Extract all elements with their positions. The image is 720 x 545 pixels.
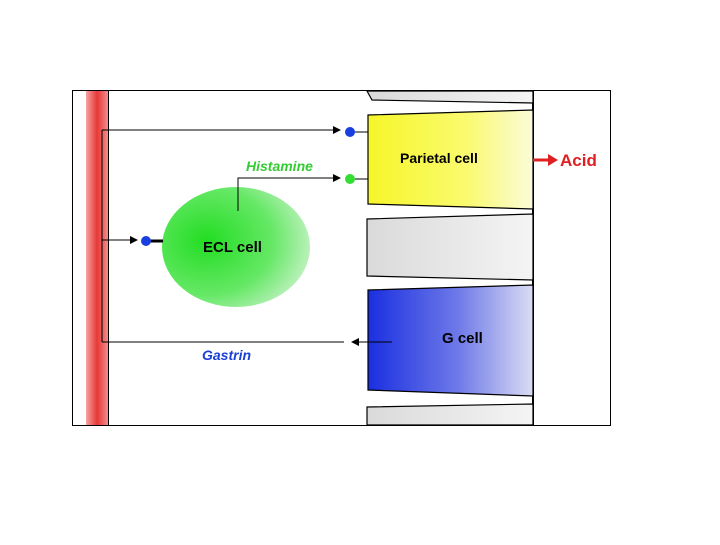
epithelial-cell-bottom <box>366 403 534 426</box>
histamine-label: Histamine <box>246 158 313 174</box>
ecl-gastrin-receptor <box>141 236 151 246</box>
acid-arrow-head <box>548 154 558 166</box>
parietal-cell-label: Parietal cell <box>400 150 478 166</box>
parietal-cell <box>367 109 534 210</box>
parietal-histamine-receptor <box>345 174 355 184</box>
epithelial-cell-top <box>365 90 534 104</box>
ecl-cell <box>162 187 310 307</box>
g-cell <box>367 284 534 397</box>
histamine-arrow <box>237 174 341 211</box>
epithelial-cell-middle <box>366 213 534 281</box>
gastrin-label: Gastrin <box>202 347 251 363</box>
acid-label: Acid <box>560 151 597 170</box>
blood-vessel <box>86 91 108 425</box>
ecl-cell-label: ECL cell <box>203 239 262 256</box>
g-cell-label: G cell <box>442 330 483 347</box>
parietal-gastrin-receptor <box>345 127 355 137</box>
